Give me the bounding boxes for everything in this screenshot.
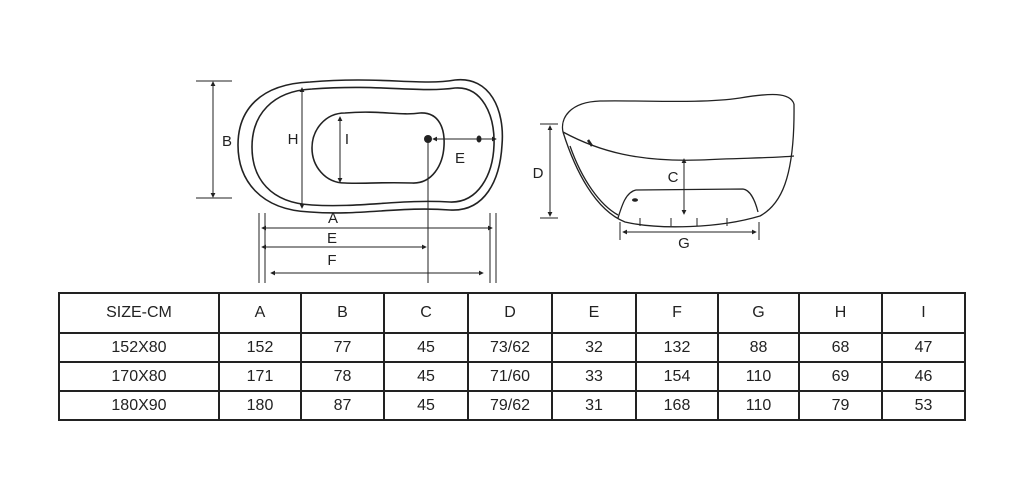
table-cell: 45 bbox=[383, 390, 469, 421]
tub-body-inner bbox=[569, 145, 619, 216]
table-cell: 77 bbox=[300, 332, 385, 363]
side-drain-icon bbox=[632, 198, 638, 202]
column-header: G bbox=[717, 292, 800, 334]
table-cell: 132 bbox=[635, 332, 719, 363]
tub-outer-outline bbox=[237, 79, 504, 214]
column-header: I bbox=[881, 292, 966, 334]
table-cell: 170X80 bbox=[58, 361, 220, 392]
table-cell: 180 bbox=[218, 390, 302, 421]
table-cell: 180X90 bbox=[58, 390, 220, 421]
dimension-label-a: A bbox=[328, 210, 338, 227]
column-header: C bbox=[383, 292, 469, 334]
dimension-label-f: F bbox=[327, 252, 336, 269]
column-header: F bbox=[635, 292, 719, 334]
table-cell: 68 bbox=[798, 332, 883, 363]
table-cell: 71/60 bbox=[467, 361, 553, 392]
table-cell: 79/62 bbox=[467, 390, 553, 421]
table-cell: 79 bbox=[798, 390, 883, 421]
dimension-label-c: C bbox=[668, 169, 679, 186]
table-cell: 33 bbox=[551, 361, 637, 392]
table-cell: 46 bbox=[881, 361, 966, 392]
dimension-label-g: G bbox=[678, 235, 690, 252]
table-cell: 45 bbox=[383, 332, 469, 363]
tub-inner-outline bbox=[251, 86, 495, 207]
dimension-label-h: H bbox=[288, 131, 299, 148]
table-cell: 168 bbox=[635, 390, 719, 421]
column-header: SIZE-CM bbox=[58, 292, 220, 334]
dimension-label-i: I bbox=[345, 131, 349, 148]
table-cell: 47 bbox=[881, 332, 966, 363]
rim-front bbox=[562, 131, 795, 161]
table-cell: 152X80 bbox=[58, 332, 220, 363]
dimension-label-d: D bbox=[533, 165, 544, 182]
dimension-label-e: E bbox=[327, 230, 337, 247]
table-cell: 31 bbox=[551, 390, 637, 421]
table-cell: 87 bbox=[300, 390, 385, 421]
side-view bbox=[540, 93, 795, 240]
table-cell: 154 bbox=[635, 361, 719, 392]
column-header: B bbox=[300, 292, 385, 334]
table-cell: 73/62 bbox=[467, 332, 553, 363]
top-view bbox=[196, 79, 504, 283]
column-header: D bbox=[467, 292, 553, 334]
pedestal bbox=[617, 188, 759, 219]
table-cell: 171 bbox=[218, 361, 302, 392]
table-cell: 78 bbox=[300, 361, 385, 392]
table-cell: 88 bbox=[717, 332, 800, 363]
table-cell: 152 bbox=[218, 332, 302, 363]
table-cell: 110 bbox=[717, 390, 800, 421]
dimension-label-e-overflow: E bbox=[455, 150, 465, 167]
table-cell: 69 bbox=[798, 361, 883, 392]
tub-body bbox=[562, 103, 795, 228]
column-header: E bbox=[551, 292, 637, 334]
basin-outline bbox=[311, 111, 445, 185]
table-cell: 32 bbox=[551, 332, 637, 363]
bathtub-diagram: B H I E A E F D C G bbox=[196, 79, 795, 283]
rim-top bbox=[561, 93, 795, 133]
table-cell: 45 bbox=[383, 361, 469, 392]
table-cell: 110 bbox=[717, 361, 800, 392]
side-overflow-icon bbox=[586, 139, 594, 147]
dimension-label-b: B bbox=[222, 133, 232, 150]
column-header: H bbox=[798, 292, 883, 334]
column-header: A bbox=[218, 292, 302, 334]
table-cell: 53 bbox=[881, 390, 966, 421]
